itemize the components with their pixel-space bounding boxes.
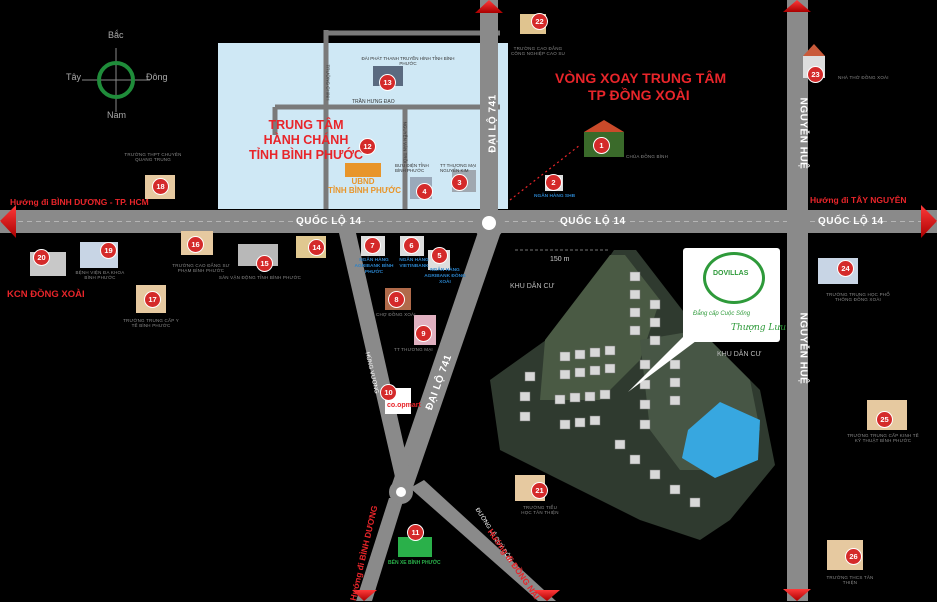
admin-center-3: TỈNH BÌNH PHƯỚC: [248, 148, 364, 162]
arrow-north-nh-icon: [783, 0, 811, 12]
road-le-quy-don: [410, 480, 556, 601]
arrow-south-bd-icon: [352, 590, 377, 601]
place-label-17: TRƯỜNG TRUNG CẤP Y TẾ BÌNH PHƯỚC: [123, 318, 179, 328]
place-label-13: ĐÀI PHÁT THANH TRUYỀN HÌNH TỈNH BÌNH PHƯ…: [361, 56, 455, 66]
marker-20[interactable]: 20: [34, 250, 49, 265]
road-label-nguyen-van-troi: NGUYỄN VĂN TRỖI: [402, 121, 408, 164]
roundabout-title-1: VÒNG XOAY TRUNG TÂM: [555, 70, 727, 86]
dir-binh-duong-hcm: Hướng đi BÌNH DƯƠNG - TP. HCM: [10, 197, 149, 207]
compass-icon: [82, 48, 150, 112]
dovillas-badge: DOVILLAS Đẳng cấp Cuộc Sống Thượng Lưu: [683, 248, 786, 342]
arrow-north-icon: [475, 0, 503, 13]
place-label-11: BẾN XE BÌNH PHƯỚC: [388, 560, 441, 566]
place-label-23: NHÀ THỜ ĐỒNG XOÀI: [838, 75, 889, 80]
place-label-26: TRƯỜNG THCS TÂN THIỆN: [826, 575, 874, 585]
road-label-ql14-right: QUỐC LỘ 14: [818, 216, 884, 227]
place-label-25: TRƯỜNG TRUNG CẤP KINH TẾ KỸ THUẬT BÌNH P…: [847, 433, 919, 443]
road-label-nguyen-hue-top: NGUYỄN HUỆ: [797, 97, 809, 170]
marker-9[interactable]: 9: [416, 326, 431, 341]
road-label-ql14-left: QUỐC LỘ 14: [296, 216, 362, 227]
marker-8[interactable]: 8: [389, 292, 404, 307]
marker-24[interactable]: 24: [838, 261, 853, 276]
marker-21[interactable]: 21: [532, 483, 547, 498]
road-hung-vuong: [339, 233, 414, 490]
road-label-nguyen-hue-bottom: NGUYỄN HUỆ: [797, 312, 809, 385]
place-label-2: NGÂN HÀNG SHB: [534, 194, 576, 199]
dovillas-brand: DOVILLAS: [713, 270, 749, 277]
place-label-22: TRƯỜNG CAO ĐẲNG CÔNG NGHIỆP CAO SU: [510, 46, 566, 56]
marker-25[interactable]: 25: [877, 412, 892, 427]
arrow-east-icon: [921, 205, 937, 238]
compass-south: Nam: [107, 110, 127, 120]
place-label-3: TT THƯƠNG MẠI NGUYỄN KIM: [440, 163, 477, 173]
marker-13[interactable]: 13: [380, 75, 395, 90]
arrow-south-ld-icon: [533, 590, 560, 601]
dir-tay-nguyen: Hướng đi TÂY NGUYÊN: [810, 195, 907, 205]
place-label-7: NGÂN HÀNG AGRIBANK BÌNH PHƯỚC: [354, 258, 394, 275]
marker-18[interactable]: 18: [153, 179, 168, 194]
admin-center-1: TRUNG TÂM: [268, 118, 344, 132]
road-dl741-diagonal: [390, 232, 501, 490]
place-label-4: BƯU ĐIỆN TỈNH BÌNH PHƯỚC: [395, 163, 429, 173]
khu-dan-cu-2: KHU DÂN CƯ: [717, 351, 762, 358]
marker-4[interactable]: 4: [417, 184, 432, 199]
place-label-21: TRƯỜNG TIỂU HỌC TÂN THIỆN: [521, 505, 559, 515]
marker-11[interactable]: 11: [408, 525, 423, 540]
dovillas-script: Thượng Lưu: [731, 323, 787, 333]
khu-dan-cu-1: KHU DÂN CƯ: [510, 283, 555, 290]
compass-east: Đông: [146, 72, 168, 82]
pool: [682, 402, 760, 478]
arrow-south-nh-icon: [783, 589, 811, 601]
place-label-6: NGÂN HÀNG VIETINBANK: [399, 258, 429, 269]
marker-22[interactable]: 22: [532, 14, 547, 29]
place-label-9: TT THƯƠNG MẠI: [394, 347, 433, 352]
compass-west: Tây: [66, 72, 82, 82]
distance-label: 150 m: [550, 256, 570, 263]
marker-17[interactable]: 17: [145, 292, 160, 307]
kcn-label: KCN ĐỒNG XOÀI: [7, 289, 85, 300]
place-label-18: TRƯỜNG THPT CHUYÊN QUANG TRUNG: [124, 152, 182, 162]
marker-16[interactable]: 16: [188, 237, 203, 252]
admin-center-2: HÀNH CHÁNH: [263, 133, 349, 147]
place-label-10: co.opmart: [387, 402, 421, 409]
marker-3[interactable]: 3: [452, 175, 467, 190]
place-label-1: CHÙA ĐỒNG BÌNH: [626, 154, 669, 159]
marker-5[interactable]: 5: [432, 248, 447, 263]
arrow-west-icon: [0, 205, 16, 238]
marker-15[interactable]: 15: [257, 256, 272, 271]
marker-26[interactable]: 26: [846, 549, 861, 564]
roundabout-title-2: TP ĐỒNG XOÀI: [588, 87, 690, 103]
road-label-dl741-top: ĐẠI LỘ 741: [487, 94, 499, 153]
marker-19[interactable]: 19: [101, 243, 116, 258]
road-label-truong-chinh: TRƯỜNG CHINH: [325, 64, 331, 101]
place-label-15: SÂN VẬN ĐỘNG TỈNH BÌNH PHƯỚC: [218, 275, 302, 280]
road-nguyen-hue: [787, 0, 808, 601]
ubnd-1: UBND: [351, 177, 375, 186]
marker-2[interactable]: 2: [546, 175, 561, 190]
villas: [519, 271, 701, 508]
place-label-24: TRƯỜNG TRUNG HỌC PHỔ THÔNG ĐỒNG XOÀI: [826, 292, 890, 302]
place-label-16: TRƯỜNG CAO ĐẲNG SƯ PHẠM BÌNH PHƯỚC: [172, 263, 230, 273]
marker-10[interactable]: 10: [381, 385, 396, 400]
place-label-19: BỆNH VIỆN ĐA KHOA BÌNH PHƯỚC: [75, 270, 125, 280]
dovillas-logo-icon: [703, 252, 765, 304]
dotted-path: [509, 144, 581, 201]
marker-23[interactable]: 23: [808, 67, 823, 82]
compass-north: Bắc: [108, 30, 124, 40]
marker-1[interactable]: 1: [594, 138, 609, 153]
road-dl741-top: [480, 0, 498, 212]
road-label-ql14-mid: QUỐC LỘ 14: [560, 216, 626, 227]
dovillas-tagline: Đẳng cấp Cuộc Sống: [693, 311, 751, 317]
place-label-5: NGÂN HÀNG AGRIBANK ĐỒNG XOÀI: [424, 268, 466, 285]
ubnd-2: TỈNH BÌNH PHƯỚC: [328, 186, 402, 195]
admin-streets: [272, 30, 500, 209]
road-label-tran-hung-dao: TRẦN HƯNG ĐẠO: [352, 99, 395, 105]
marker-12[interactable]: 12: [360, 139, 375, 154]
marker-14[interactable]: 14: [309, 240, 324, 255]
marker-7[interactable]: 7: [365, 238, 380, 253]
road-binh-duong: [356, 498, 404, 601]
marker-6[interactable]: 6: [404, 238, 419, 253]
place-label-8: CHỢ ĐỒNG XOÀI: [376, 312, 416, 317]
